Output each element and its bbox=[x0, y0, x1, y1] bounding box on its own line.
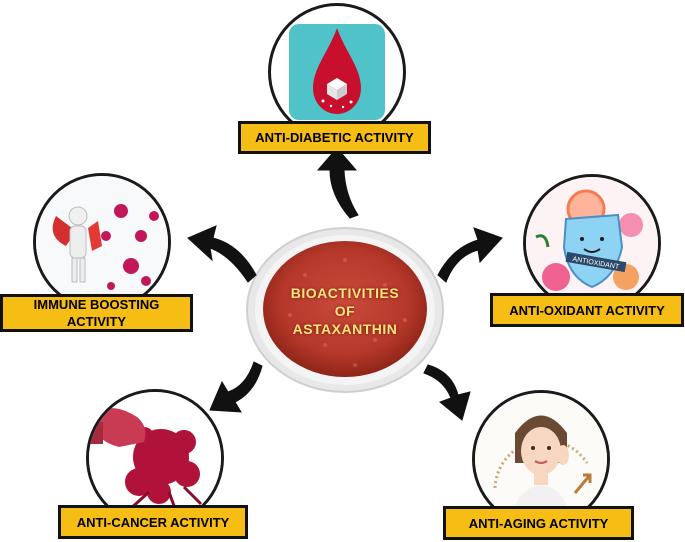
center-title: BIOACTIVITIES OF ASTAXANTHIN bbox=[270, 284, 420, 338]
antioxidant-shield-icon: ANTIOXIDANT bbox=[526, 177, 658, 309]
anti-aging-label: ANTI-AGING ACTIVITY bbox=[443, 506, 634, 540]
anti-cancer-circle bbox=[86, 389, 224, 527]
arrow-right bbox=[437, 227, 503, 283]
arrow-down-right bbox=[423, 364, 471, 421]
immune-boosting-label-line1: IMMUNE BOOSTING bbox=[33, 297, 160, 312]
anti-cancer-label: ANTI-CANCER ACTIVITY bbox=[58, 505, 248, 539]
superhero-virus-icon bbox=[36, 176, 168, 308]
anti-diabetic-circle bbox=[268, 3, 406, 141]
anti-oxidant-label: ANTI-OXIDANT ACTIVITY bbox=[490, 293, 684, 327]
immune-boosting-label: IMMUNE BOOSTING ACTIVITY bbox=[0, 294, 193, 332]
blood-drop-sugar-icon bbox=[289, 24, 385, 120]
arrow-left bbox=[187, 225, 257, 283]
immune-boosting-label-line2: ACTIVITY bbox=[66, 314, 127, 329]
immune-boosting-circle bbox=[33, 173, 171, 311]
anti-diabetic-label: ANTI-DIABETIC ACTIVITY bbox=[238, 121, 431, 154]
center-title-line1: BIOACTIVITIES bbox=[290, 285, 400, 301]
anti-oxidant-circle: ANTIOXIDANT bbox=[523, 174, 661, 312]
center-title-line2: OF bbox=[334, 303, 356, 319]
center-powder-dish bbox=[246, 227, 444, 393]
center-title-line3: ASTAXANTHIN bbox=[292, 321, 398, 337]
arrow-up bbox=[316, 147, 359, 219]
arrow-down-left bbox=[209, 361, 263, 413]
